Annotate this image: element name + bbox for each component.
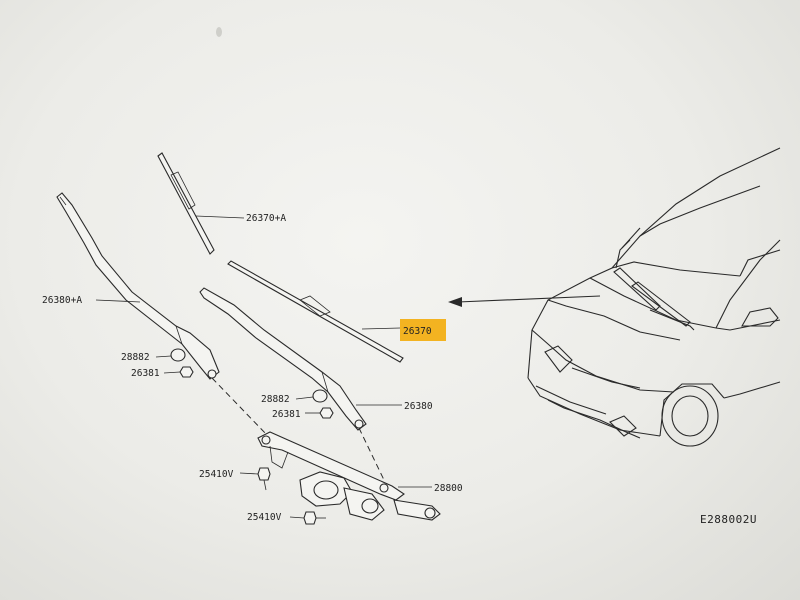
- bolt-2: [303, 511, 326, 525]
- label-blade-upper: 26370+A: [246, 213, 286, 224]
- wiper-blade-lower: [227, 260, 404, 363]
- label-arm-left: 26380+A: [42, 295, 82, 306]
- vehicle-outline: [527, 147, 781, 447]
- wiper-blade-upper: [157, 152, 215, 255]
- pivot-nut-2: [319, 407, 334, 419]
- diagram-code: E288002U: [700, 513, 757, 526]
- leader-bolt-2: [289, 516, 305, 519]
- pivot-cap-2: [312, 389, 328, 403]
- leader-blade-lower: [361, 327, 401, 330]
- label-arm-right: 26380: [404, 401, 433, 412]
- label-cap-2: 28882: [261, 394, 290, 405]
- leader-blade-upper: [195, 215, 245, 219]
- leader-nut-1: [163, 371, 181, 374]
- dust-mark: [216, 27, 222, 37]
- leader-bolt-1: [239, 472, 259, 475]
- assembly-line-1: [211, 377, 269, 437]
- bolt-1: [257, 467, 271, 491]
- label-nut-1: 26381: [131, 368, 160, 379]
- label-cap-1: 28882: [121, 352, 150, 363]
- leader-arm-left: [95, 299, 141, 303]
- wiper-linkage-motor: [257, 431, 441, 521]
- label-nut-2: 26381: [272, 409, 301, 420]
- label-bolt-1: 25410V: [199, 469, 234, 480]
- pivot-cap-1: [170, 348, 186, 362]
- wiper-arm-left: [56, 192, 220, 380]
- label-linkage: 28800: [434, 483, 463, 494]
- label-blade-lower: 26370: [403, 326, 432, 337]
- label-bolt-2: 25410V: [247, 512, 282, 523]
- leader-cap-1: [155, 355, 172, 358]
- highlight-box: [400, 319, 446, 341]
- pointer-arrow: [448, 295, 601, 307]
- wiper-arm-right: [199, 287, 367, 431]
- assembly-line-2: [358, 427, 385, 481]
- pivot-nut-1: [179, 366, 194, 378]
- leader-cap-2: [295, 396, 314, 400]
